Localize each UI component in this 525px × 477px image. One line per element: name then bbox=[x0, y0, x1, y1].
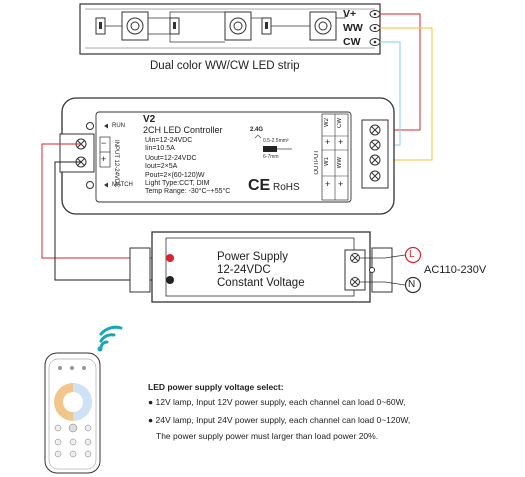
notes-line-1-text: 12V lamp, Input 12V power supply, each c… bbox=[155, 397, 406, 407]
wireless-signal-icon bbox=[99, 325, 123, 350]
led-strip bbox=[79, 3, 381, 55]
output-plus-1: + bbox=[325, 137, 331, 147]
neutral-label: N bbox=[408, 279, 416, 290]
spec-temp-range: Temp Range: -30°C~+55°C bbox=[145, 188, 231, 195]
ps-line-3: Constant Voltage bbox=[217, 277, 305, 289]
spec-uout: Uout=12-24VDC bbox=[145, 155, 197, 162]
ps-line-1: Power Supply bbox=[217, 251, 288, 263]
ce-mark: CE bbox=[248, 177, 271, 194]
controller-model: V2 bbox=[143, 114, 156, 125]
spec-pout: Pout=2×(60-120)W bbox=[145, 172, 205, 179]
strip-terminal-cw: CW bbox=[343, 36, 361, 48]
wire-vplus bbox=[375, 13, 421, 131]
output-ch-w2: W2 bbox=[324, 118, 330, 127]
wire-input-positive bbox=[41, 143, 170, 259]
strip-length: 6-7mm bbox=[263, 154, 279, 160]
run-label: RUN bbox=[112, 123, 125, 129]
strip-title: Dual color WW/CW LED strip bbox=[150, 60, 300, 72]
strip-terminal-vplus: V+ bbox=[343, 8, 357, 20]
notes-line-2-text: 24V lamp, Input 24V power supply, each c… bbox=[155, 415, 411, 425]
match-label: MATCH bbox=[112, 182, 133, 188]
input-minus: − bbox=[101, 138, 107, 148]
input-plus: + bbox=[101, 154, 107, 164]
output-label: OUTPUT bbox=[314, 150, 320, 175]
controller-name: 2CH LED Controller bbox=[143, 125, 223, 135]
output-plus-2: + bbox=[338, 137, 344, 147]
ps-line-2: 12-24VDC bbox=[217, 264, 271, 276]
remote-control bbox=[44, 352, 101, 474]
notes-line-3: The power supply power must larger than … bbox=[156, 431, 379, 441]
controller-body bbox=[59, 97, 395, 215]
output-ch-cw: CW bbox=[337, 118, 343, 128]
rohs-mark: RoHS bbox=[273, 182, 300, 193]
live-label: L bbox=[409, 249, 415, 260]
output-plus-4: + bbox=[338, 179, 344, 189]
ac-voltage-label: AC110-230V bbox=[424, 264, 487, 276]
spec-iin: Iin=10.5A bbox=[145, 145, 175, 152]
output-ch-w1: W1 bbox=[324, 157, 330, 166]
wire-spec: 0.5-2.5mm² bbox=[263, 138, 289, 144]
notes-line-2: ● 24V lamp, Input 24V power supply, each… bbox=[148, 415, 411, 425]
output-ch-ww: WW bbox=[337, 157, 343, 169]
strip-terminal-ww: WW bbox=[343, 22, 363, 34]
notes-title: LED power supply voltage select: bbox=[148, 382, 284, 392]
notes-line-1: ● 12V lamp, Input 12V power supply, each… bbox=[148, 397, 406, 407]
input-label: INPUT 12-24VDC bbox=[113, 140, 119, 188]
power-supply-body bbox=[129, 231, 393, 303]
spec-iout: Iout=2×5A bbox=[145, 163, 178, 170]
output-plus-3: + bbox=[325, 179, 331, 189]
wire-input-negative bbox=[54, 161, 170, 281]
freq-label: 2.4G bbox=[250, 127, 264, 133]
spec-light-type: Light Type:CCT, DIM bbox=[145, 180, 210, 187]
spec-uin: Uin=12-24VDC bbox=[145, 137, 193, 144]
